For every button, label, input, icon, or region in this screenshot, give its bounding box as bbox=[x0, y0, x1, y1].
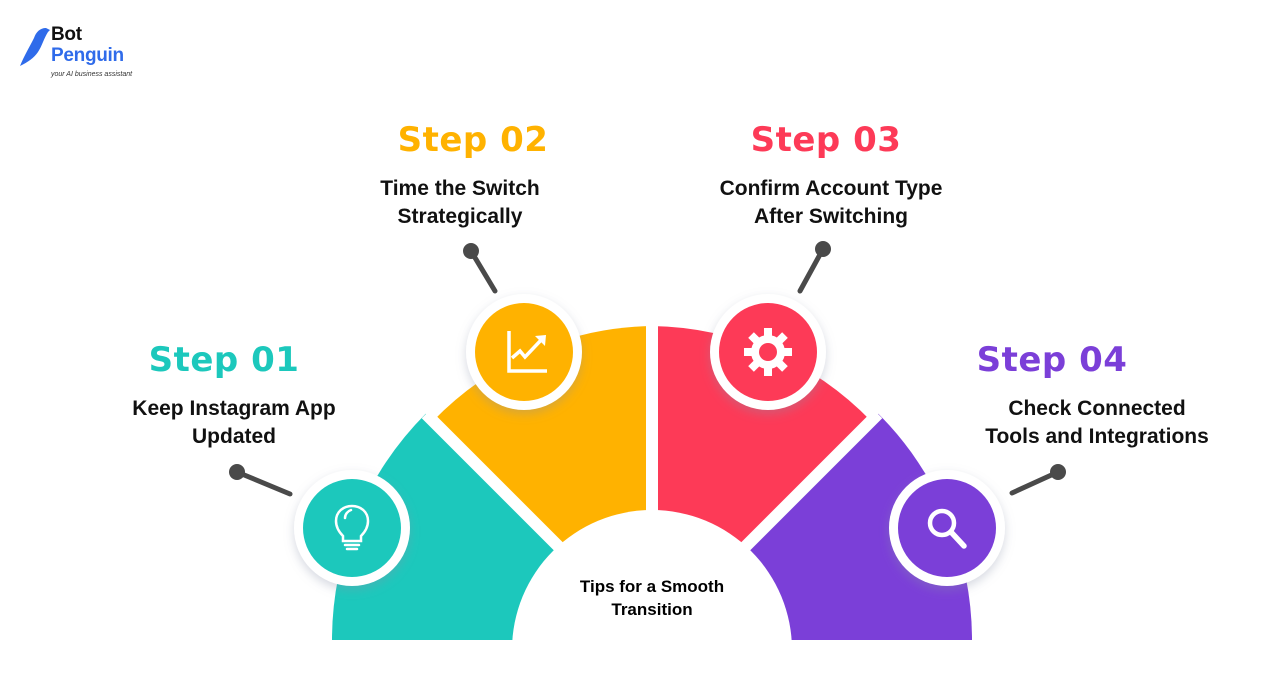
step-03-description: Confirm Account Type After Switching bbox=[681, 175, 981, 231]
step-03-line-1: Confirm Account Type bbox=[719, 177, 943, 200]
step-02-line-2: Strategically bbox=[397, 205, 523, 228]
step-04-title: Step 04 bbox=[976, 340, 1128, 380]
step-04-line-2: Tools and Integrations bbox=[985, 425, 1209, 448]
step-01-line-2: Updated bbox=[192, 425, 276, 448]
step-03-title: Step 03 bbox=[750, 120, 902, 160]
segment-step-01 bbox=[332, 413, 652, 640]
penguin-icon bbox=[20, 28, 50, 66]
logo-text-bot: Bot bbox=[51, 24, 82, 45]
lightbulb-icon bbox=[334, 504, 370, 551]
logo-tagline: your AI business assistant bbox=[51, 71, 133, 78]
center-title: Tips for a Smooth Transition bbox=[552, 575, 752, 621]
step-01-description: Keep Instagram App Updated bbox=[104, 395, 364, 451]
step-04-description: Check Connected Tools and Integrations bbox=[957, 395, 1237, 451]
step-02-line-1: Time the Switch bbox=[380, 177, 540, 200]
step-03-line-2: After Switching bbox=[753, 205, 908, 228]
icon-badge-step-02 bbox=[466, 294, 582, 410]
segment-step-02 bbox=[433, 326, 652, 640]
trending-chart-icon bbox=[507, 331, 547, 373]
gear-icon bbox=[744, 328, 792, 376]
search-icon bbox=[927, 508, 967, 549]
step-04-line-1: Check Connected bbox=[1008, 397, 1186, 420]
step-02-description: Time the Switch Strategically bbox=[330, 175, 590, 231]
step-01-line-1: Keep Instagram App bbox=[132, 397, 336, 420]
logo-text-penguin: Penguin bbox=[51, 45, 124, 66]
step-02-title: Step 02 bbox=[397, 120, 549, 160]
botpenguin-logo: Bot Penguin your AI business assistant bbox=[18, 24, 148, 84]
icon-badge-step-03 bbox=[710, 294, 826, 410]
center-title-line-1: Tips for a Smooth bbox=[579, 577, 725, 596]
step-01-title: Step 01 bbox=[148, 340, 300, 380]
icon-badge-step-01 bbox=[294, 470, 410, 586]
icon-badge-step-04 bbox=[889, 470, 1005, 586]
segment-step-03 bbox=[652, 326, 871, 640]
segment-step-04 bbox=[652, 413, 973, 640]
center-title-line-2: Transition bbox=[611, 600, 693, 619]
